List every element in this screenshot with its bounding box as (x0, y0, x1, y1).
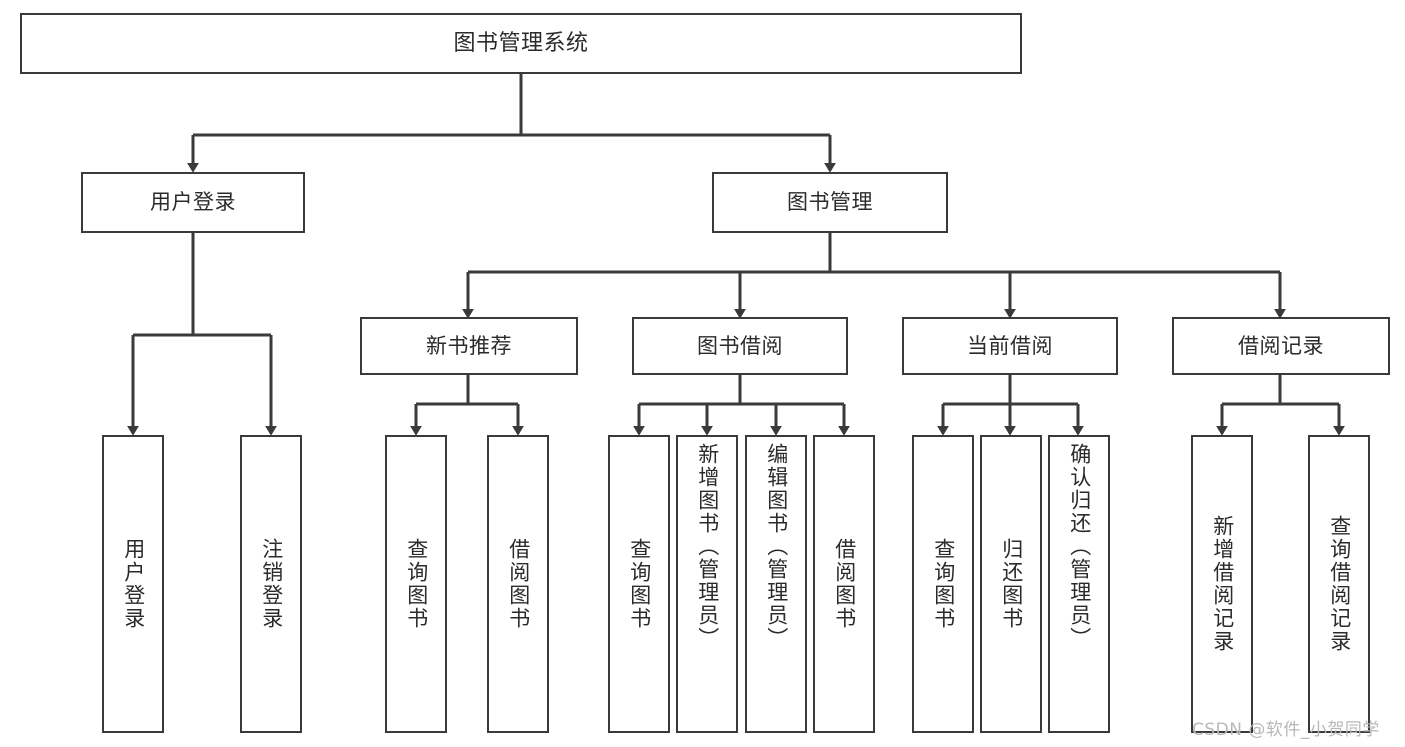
csdn-watermark: CSDN @软件_小贺同学 (1192, 720, 1380, 740)
node-book-borrow-label: 图书借阅 (697, 333, 783, 358)
node-current-borrow[interactable]: 当前借阅 (902, 317, 1118, 375)
leaf-query-book-a[interactable]: 查询图书 (385, 435, 447, 733)
node-book-borrow[interactable]: 图书借阅 (632, 317, 848, 375)
leaf-query-book-b-label: 查询图书 (627, 538, 652, 630)
leaf-query-book-c[interactable]: 查询图书 (912, 435, 974, 733)
leaf-query-book-c-label: 查询图书 (931, 538, 956, 630)
leaf-borrow-book-a-label: 借阅图书 (506, 538, 531, 630)
node-book-manage[interactable]: 图书管理 (712, 172, 948, 233)
leaf-edit-book-label: 编辑图书（管理员） (764, 443, 789, 650)
leaf-borrow-book-b-label: 借阅图书 (832, 538, 857, 630)
leaf-return-book-label: 归还图书 (999, 538, 1024, 630)
leaf-user-login[interactable]: 用户登录 (102, 435, 164, 733)
leaf-confirm-return-label: 确认归还（管理员） (1067, 443, 1092, 650)
leaf-user-login-label: 用户登录 (121, 538, 146, 630)
node-borrow-record[interactable]: 借阅记录 (1172, 317, 1390, 375)
node-current-borrow-label: 当前借阅 (967, 333, 1053, 358)
leaf-add-record[interactable]: 新增借阅记录 (1191, 435, 1253, 733)
leaf-add-book[interactable]: 新增图书（管理员） (676, 435, 738, 733)
node-book-manage-label: 图书管理 (787, 190, 873, 215)
leaf-add-book-label: 新增图书（管理员） (695, 443, 720, 650)
node-new-book-recommend[interactable]: 新书推荐 (360, 317, 578, 375)
leaf-query-book-a-label: 查询图书 (404, 538, 429, 630)
leaf-borrow-book-a[interactable]: 借阅图书 (487, 435, 549, 733)
node-root[interactable]: 图书管理系统 (20, 13, 1022, 74)
leaf-query-book-b[interactable]: 查询图书 (608, 435, 670, 733)
leaf-return-book[interactable]: 归还图书 (980, 435, 1042, 733)
leaf-query-record[interactable]: 查询借阅记录 (1308, 435, 1370, 733)
node-user-login[interactable]: 用户登录 (81, 172, 305, 233)
leaf-edit-book[interactable]: 编辑图书（管理员） (745, 435, 807, 733)
node-borrow-record-label: 借阅记录 (1238, 333, 1324, 358)
node-user-login-label: 用户登录 (150, 190, 236, 215)
leaf-borrow-book-b[interactable]: 借阅图书 (813, 435, 875, 733)
leaf-query-record-label: 查询借阅记录 (1327, 515, 1352, 653)
node-new-book-recommend-label: 新书推荐 (426, 333, 512, 358)
leaf-confirm-return[interactable]: 确认归还（管理员） (1048, 435, 1110, 733)
leaf-logout[interactable]: 注销登录 (240, 435, 302, 733)
leaf-logout-label: 注销登录 (259, 538, 284, 630)
node-root-label: 图书管理系统 (453, 30, 589, 56)
leaf-add-record-label: 新增借阅记录 (1210, 515, 1235, 653)
